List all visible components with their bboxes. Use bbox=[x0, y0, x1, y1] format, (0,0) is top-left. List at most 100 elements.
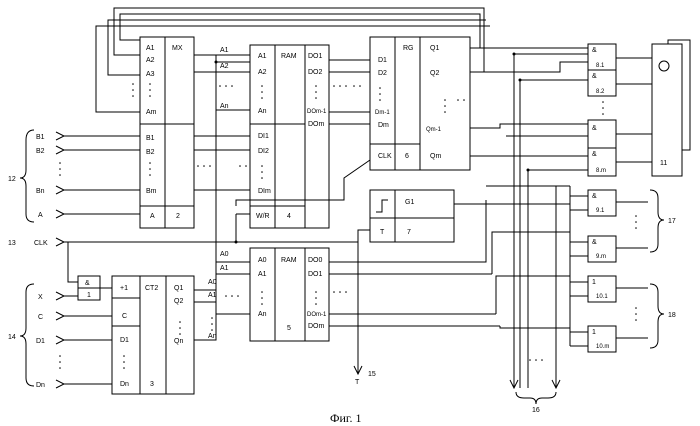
ram4-an-label: An bbox=[258, 108, 267, 115]
ram5-do0-label: DO0 bbox=[308, 257, 323, 264]
mx-b1-label: B1 bbox=[146, 135, 155, 142]
input-b2-label: B2 bbox=[36, 148, 45, 155]
input-b1-label: B1 bbox=[36, 134, 45, 141]
and-gates-9: & 9.1 & 9.m bbox=[592, 193, 606, 260]
and8-1-symbol: & bbox=[592, 47, 597, 54]
ct2-out-a1-label: A1 bbox=[208, 292, 217, 299]
bus-a1-label: A1 bbox=[220, 265, 229, 272]
ram4-do2-label: DO2 bbox=[308, 69, 323, 76]
and9-1-symbol: & bbox=[592, 193, 597, 200]
mx-block: A1 A2 A3 Am B1 B2 Bm A MX 2 bbox=[146, 45, 183, 220]
rg-q1-label: Q1 bbox=[430, 45, 439, 52]
input-clk-label: CLK bbox=[34, 240, 48, 247]
mx-bm-label: Bm bbox=[146, 188, 157, 195]
ct2-q1-label: Q1 bbox=[174, 285, 183, 292]
mx-a-label: A bbox=[150, 213, 155, 220]
and9-m-symbol: & bbox=[592, 239, 597, 246]
mx-a1-label: A1 bbox=[146, 45, 155, 52]
or10-m-symbol: 1 bbox=[592, 329, 596, 336]
xor-block-11: 11 bbox=[660, 160, 667, 167]
g1-number: 7 bbox=[407, 229, 411, 236]
and-gates-8: & 8.1 & 8.2 & & 8.m bbox=[592, 47, 606, 174]
ram4-do1-label: DO1 bbox=[308, 53, 323, 60]
or-gates-10: 1 10.1 1 10.m bbox=[592, 279, 609, 350]
ct2-block: +1 C D1 Dn CT2 3 Q1 Q2 Qn bbox=[120, 285, 183, 388]
ct2-title: CT2 bbox=[145, 285, 158, 292]
ref-16: 16 bbox=[532, 407, 540, 414]
or10-1-symbol: 1 bbox=[592, 279, 596, 286]
rg-clk-label: CLK bbox=[378, 153, 392, 160]
ram5-block: A0 A1 An RAM 5 DO0 DO1 DOm-1 DOm bbox=[258, 257, 327, 332]
ct2-d1-label: D1 bbox=[120, 337, 129, 344]
input-c-label: C bbox=[38, 314, 43, 321]
input-dn-label: Dn bbox=[36, 382, 45, 389]
ram4-dim-label: DIm bbox=[258, 188, 271, 195]
rg-number: 6 bbox=[405, 153, 409, 160]
and1-symbol: & bbox=[85, 280, 90, 287]
ct2-plus1-label: +1 bbox=[120, 285, 128, 292]
xor11-number: 11 bbox=[660, 160, 667, 167]
ram4-dom1-label: DOm-1 bbox=[307, 109, 327, 115]
reference-numerals: 12 13 14 15 T 16 17 18 bbox=[8, 176, 676, 414]
ram5-dom-label: DOm bbox=[308, 323, 325, 330]
ram4-block: A1 A2 An DI1 DI2 DIm W/R RAM 4 DO1 DO2 D… bbox=[256, 53, 327, 220]
ram4-a1-label: A1 bbox=[258, 53, 267, 60]
ref-17: 17 bbox=[668, 218, 676, 225]
t-output-label: T bbox=[355, 379, 360, 386]
mx-title: MX bbox=[172, 45, 183, 52]
ram5-an-label: An bbox=[258, 311, 267, 318]
and8-m-symbol: & bbox=[592, 151, 597, 158]
rg-qm-label: Qm bbox=[430, 153, 441, 160]
and-gate-1: & 1 bbox=[85, 280, 91, 299]
and8-2-symbol: & bbox=[592, 73, 597, 80]
bus-a0-label: A0 bbox=[220, 251, 229, 258]
or10-1-number: 10.1 bbox=[596, 294, 608, 300]
or10-m-number: 10.m bbox=[596, 344, 609, 350]
bus-top-a2-label: A2 bbox=[220, 63, 229, 70]
ram5-a0-label: A0 bbox=[258, 257, 267, 264]
ref-18: 18 bbox=[668, 312, 676, 319]
ref-15: 15 bbox=[368, 371, 376, 378]
ct2-q2-label: Q2 bbox=[174, 298, 183, 305]
input-x-label: X bbox=[38, 294, 43, 301]
rg-dm1-label: Dm-1 bbox=[375, 110, 390, 116]
ram4-number: 4 bbox=[287, 213, 291, 220]
figure-caption: Фиг. 1 bbox=[330, 411, 361, 425]
ram4-a2-label: A2 bbox=[258, 69, 267, 76]
input-bn-label: Bn bbox=[36, 188, 45, 195]
ref-12: 12 bbox=[8, 176, 16, 183]
and8-x-symbol: & bbox=[592, 125, 597, 132]
rg-block: D1 D2 Dm-1 Dm CLK RG 6 Q1 Q2 Qm-1 Qm bbox=[375, 45, 442, 160]
ct2-number: 3 bbox=[150, 381, 154, 388]
ram4-title: RAM bbox=[281, 53, 297, 60]
input-arrowheads bbox=[56, 132, 64, 388]
bus-top-an-label: An bbox=[220, 103, 229, 110]
ram5-number: 5 bbox=[287, 325, 291, 332]
ram5-a1-label: A1 bbox=[258, 271, 267, 278]
ram4-di1-label: DI1 bbox=[258, 133, 269, 140]
ct2-out-an-label: An bbox=[208, 333, 217, 340]
rg-d2-label: D2 bbox=[378, 70, 387, 77]
wiring bbox=[20, 8, 690, 404]
left-input-labels: B1 B2 Bn A CLK X C D1 Dn bbox=[34, 134, 48, 389]
mx-number: 2 bbox=[176, 213, 180, 220]
mx-b2-label: B2 bbox=[146, 149, 155, 156]
and8-2-number: 8.2 bbox=[596, 89, 605, 95]
input-d1-label: D1 bbox=[36, 338, 45, 345]
ct2-qn-label: Qn bbox=[174, 338, 183, 345]
input-a-label: A bbox=[38, 212, 43, 219]
mx-a2-label: A2 bbox=[146, 57, 155, 64]
rg-d1-label: D1 bbox=[378, 57, 387, 64]
g1-title: G1 bbox=[405, 199, 414, 206]
bus-top-a1-label: A1 bbox=[220, 47, 229, 54]
xor-symbol-ring bbox=[659, 61, 669, 71]
ct2-c-label: C bbox=[122, 313, 127, 320]
mx-am-label: Am bbox=[146, 109, 157, 116]
ram4-wr-label: W/R bbox=[256, 213, 270, 220]
ref-13: 13 bbox=[8, 240, 16, 247]
rg-dm-label: Dm bbox=[378, 122, 389, 129]
ct2-dn-label: Dn bbox=[120, 381, 129, 388]
and1-number: 1 bbox=[87, 292, 91, 299]
